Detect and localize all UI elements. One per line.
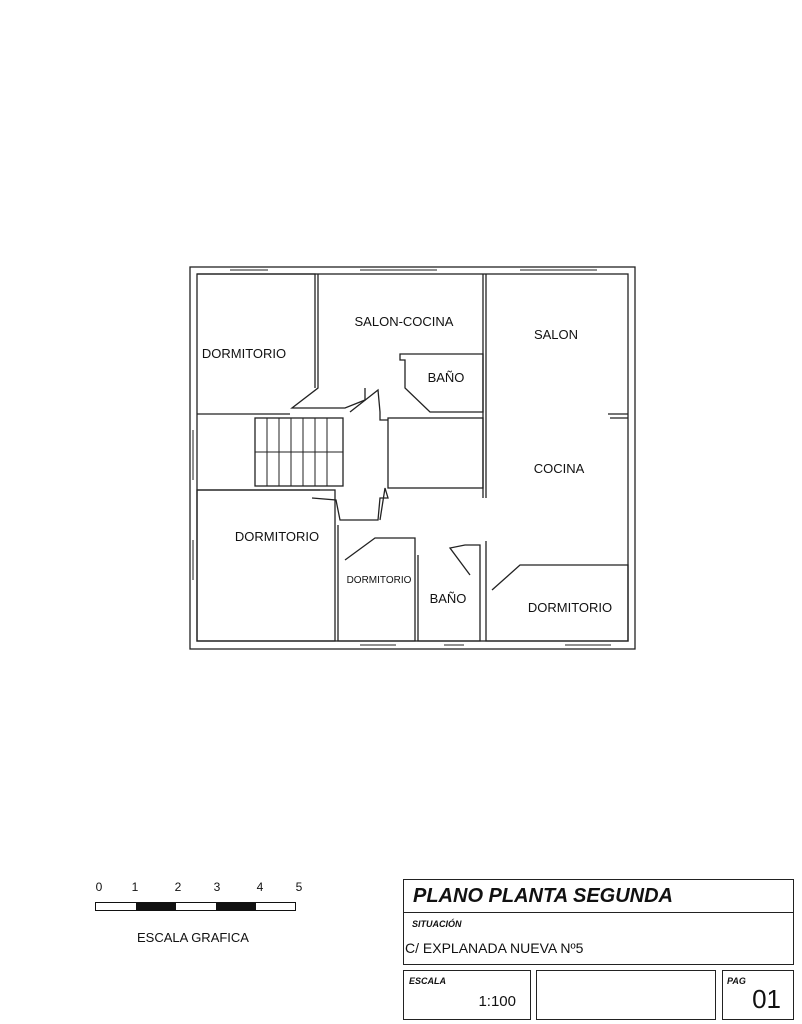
plan-title: PLANO PLANTA SEGUNDA	[413, 885, 673, 907]
scale-tick: 2	[174, 880, 182, 894]
situacion-value: C/ EXPLANADA NUEVA Nº5	[405, 940, 584, 956]
pag-value: 01	[752, 984, 781, 1014]
scale-bar-segment	[136, 903, 176, 910]
escala-label: ESCALA	[409, 976, 447, 986]
wall-dormitorio-tl	[197, 273, 316, 388]
escala-value: 1:100	[478, 993, 516, 1010]
pag-label: PAG	[727, 976, 746, 986]
room-label-bano-bottom: BAÑO	[430, 591, 467, 606]
title-block-title: PLANO PLANTA SEGUNDA SITUACIÓN C/ EXPLAN…	[403, 879, 794, 965]
hall-arrow-lower	[311, 487, 389, 521]
outer-wall	[189, 266, 636, 650]
hall-arrow	[349, 388, 388, 421]
escala-box: ESCALA 1:100	[403, 970, 531, 1020]
room-label-bano-top: BAÑO	[428, 370, 465, 385]
scale-tick-labels: 0 1 2 3 4 5	[90, 880, 310, 896]
scale-bar	[95, 902, 296, 911]
scale-tick: 0	[95, 880, 103, 894]
scale-tick: 5	[295, 880, 303, 894]
pag-box: PAG 01	[722, 970, 794, 1020]
room-dormitorio-br	[485, 541, 629, 642]
room-label-salon-cocina: SALON-COCINA	[355, 314, 454, 329]
room-dormitorio-bl	[196, 489, 336, 642]
room-label-dormitorio-bc: DORMITORIO	[347, 575, 412, 586]
room-label-cocina: COCINA	[534, 461, 585, 476]
room-dormitorio-bc	[337, 525, 416, 642]
situacion-label: SITUACIÓN	[412, 919, 462, 929]
scale-tick: 4	[256, 880, 264, 894]
center-room	[387, 417, 484, 489]
room-bano-bottom	[417, 544, 481, 642]
scale-caption: ESCALA GRAFICA	[137, 930, 249, 945]
room-label-dormitorio-bl: DORMITORIO	[235, 529, 319, 544]
wall-salon-cocina	[290, 274, 366, 409]
scale-tick: 1	[131, 880, 139, 894]
blank-box	[536, 970, 716, 1020]
scale-bar-segment	[216, 903, 256, 910]
room-label-dormitorio-tl: DORMITORIO	[202, 346, 286, 361]
room-label-dormitorio-br: DORMITORIO	[528, 600, 612, 615]
scale-tick: 3	[213, 880, 221, 894]
room-label-salon: SALON	[534, 327, 578, 342]
